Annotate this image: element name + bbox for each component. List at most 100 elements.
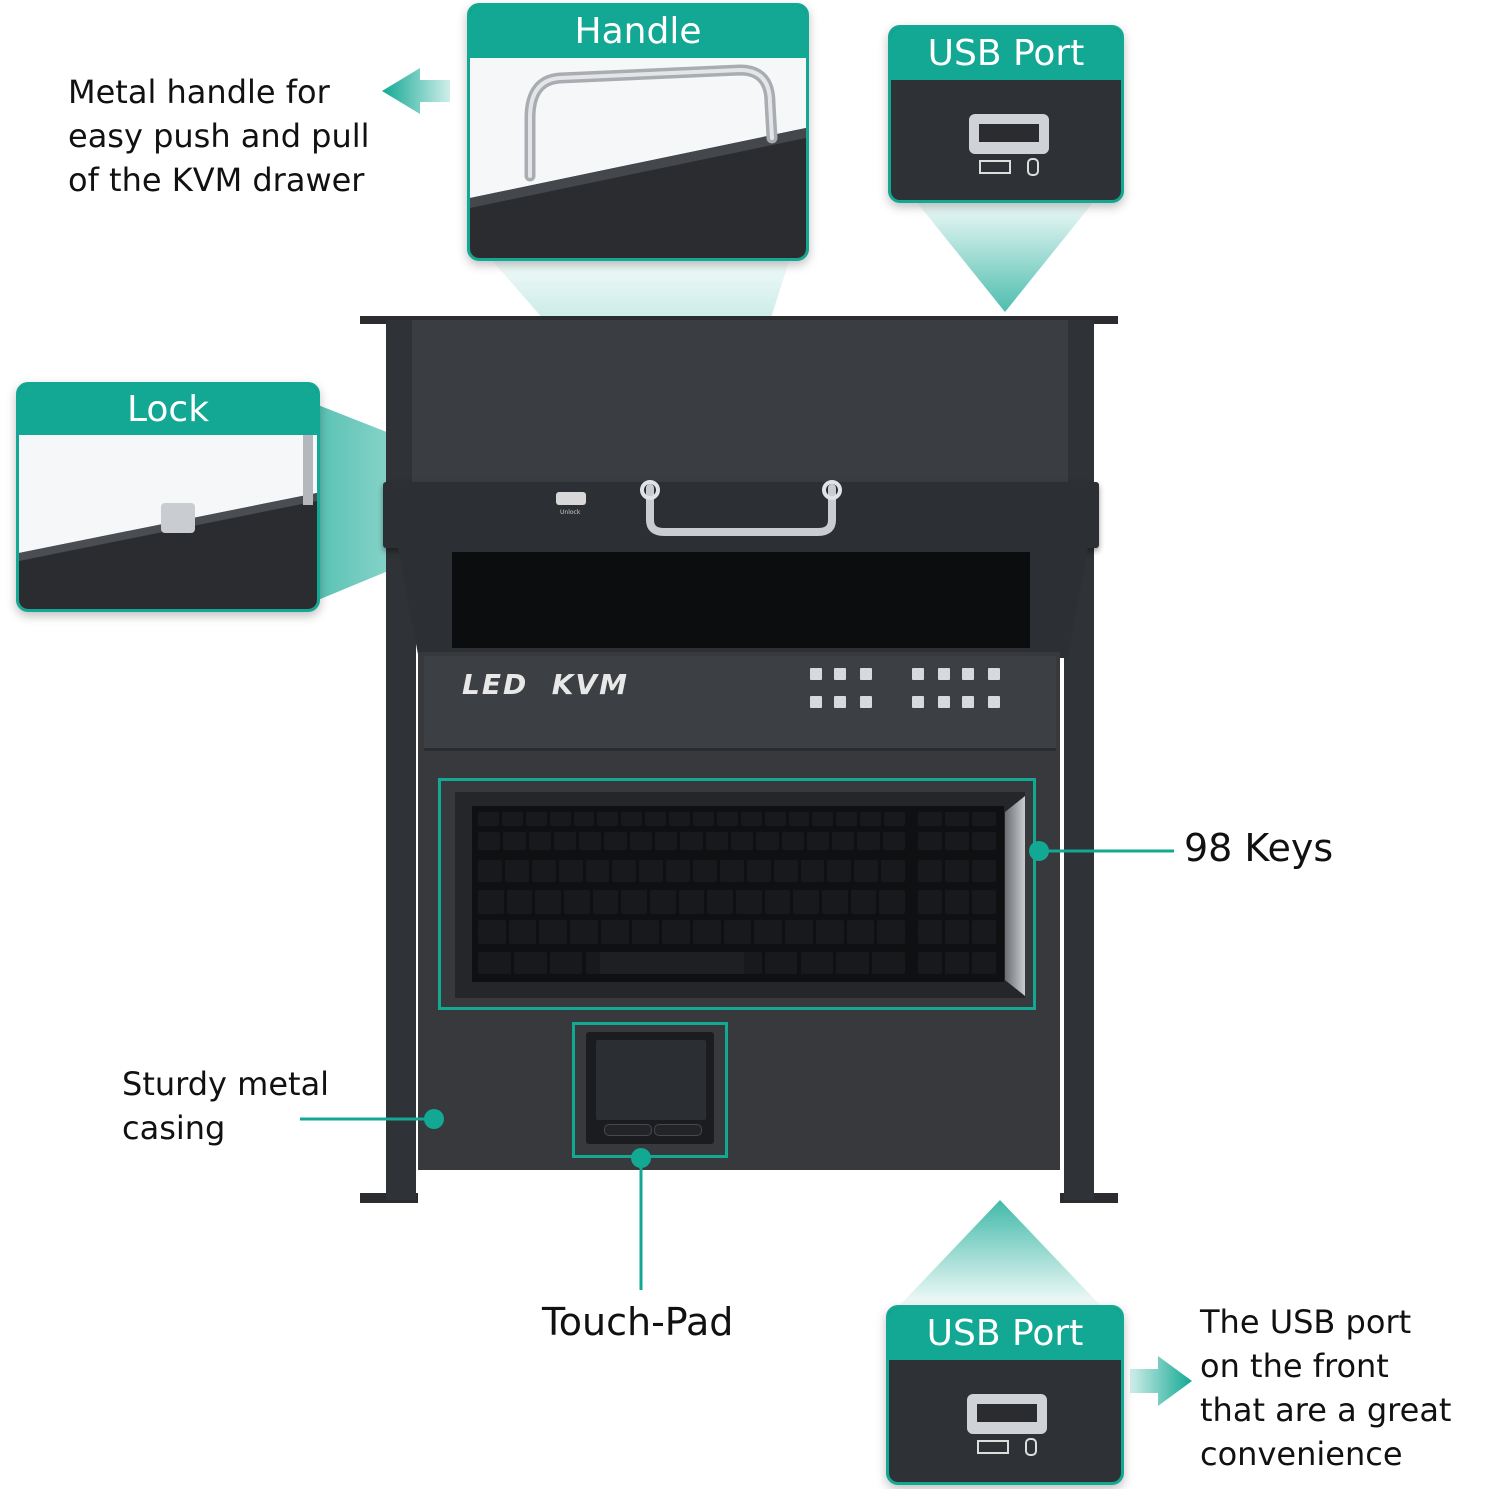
- keyboard-key[interactable]: [531, 860, 556, 882]
- keyboard-key[interactable]: [629, 832, 653, 850]
- numpad-key[interactable]: [918, 812, 942, 826]
- keyboard-key[interactable]: [478, 860, 502, 882]
- keyboard-key[interactable]: [693, 812, 714, 826]
- panel-button[interactable]: [860, 668, 872, 680]
- keyboard-key[interactable]: [478, 812, 499, 826]
- keyboard-key[interactable]: [585, 860, 610, 882]
- space-bar[interactable]: [600, 952, 744, 974]
- keyboard-key[interactable]: [822, 890, 848, 914]
- keyboard-key[interactable]: [785, 920, 813, 944]
- numpad-key[interactable]: [945, 832, 969, 850]
- numpad-key[interactable]: [945, 952, 969, 974]
- keyboard-key[interactable]: [693, 860, 717, 882]
- keyboard-key[interactable]: [558, 860, 583, 882]
- panel-button[interactable]: [988, 696, 1000, 708]
- keyboard-key[interactable]: [754, 920, 783, 944]
- panel-button[interactable]: [912, 668, 924, 680]
- keyboard-key[interactable]: [836, 952, 870, 974]
- keyboard-key[interactable]: [600, 920, 629, 944]
- keyboard-key[interactable]: [806, 832, 830, 850]
- numpad-key[interactable]: [945, 812, 969, 826]
- numpad-key[interactable]: [945, 920, 969, 944]
- numpad-key[interactable]: [945, 860, 969, 882]
- keyboard-key[interactable]: [503, 832, 526, 850]
- keyboard-key[interactable]: [631, 920, 660, 944]
- keyboard-key[interactable]: [764, 812, 786, 826]
- keyboard-key[interactable]: [773, 860, 798, 882]
- panel-button[interactable]: [860, 696, 872, 708]
- keyboard-key[interactable]: [504, 860, 529, 882]
- keyboard-key[interactable]: [707, 890, 733, 914]
- keyboard-key[interactable]: [827, 860, 852, 882]
- numpad-key[interactable]: [918, 832, 942, 850]
- keyboard-key[interactable]: [832, 832, 855, 850]
- touchpad-surface[interactable]: [596, 1040, 706, 1120]
- keyboard-key[interactable]: [612, 860, 637, 882]
- panel-button[interactable]: [938, 668, 950, 680]
- keyboard-key[interactable]: [508, 920, 537, 944]
- keyboard-key[interactable]: [478, 952, 511, 974]
- panel-button[interactable]: [810, 668, 822, 680]
- keyboard-key[interactable]: [788, 812, 810, 826]
- keyboard-key[interactable]: [719, 860, 744, 882]
- keyboard-key[interactable]: [678, 890, 705, 914]
- keyboard-key[interactable]: [716, 812, 738, 826]
- touchpad-left-button[interactable]: [604, 1124, 652, 1136]
- keyboard-key[interactable]: [793, 890, 819, 914]
- keyboard-key[interactable]: [553, 832, 577, 850]
- keyboard-key[interactable]: [666, 860, 690, 882]
- keyboard-key[interactable]: [854, 860, 879, 882]
- numpad-key[interactable]: [918, 920, 942, 944]
- numpad-key[interactable]: [972, 832, 996, 850]
- keyboard-key[interactable]: [570, 920, 598, 944]
- panel-button[interactable]: [938, 696, 950, 708]
- keyboard-key[interactable]: [764, 890, 791, 914]
- keyboard-key[interactable]: [736, 890, 762, 914]
- numpad-key[interactable]: [972, 952, 996, 974]
- keyboard-key[interactable]: [800, 860, 825, 882]
- panel-button[interactable]: [912, 696, 924, 708]
- panel-button[interactable]: [988, 668, 1000, 680]
- numpad-key[interactable]: [972, 812, 996, 826]
- keyboard-key[interactable]: [740, 812, 762, 826]
- numpad-key[interactable]: [918, 890, 942, 914]
- panel-button[interactable]: [834, 668, 846, 680]
- keyboard-key[interactable]: [882, 832, 905, 850]
- keyboard-key[interactable]: [693, 920, 721, 944]
- keyboard-key[interactable]: [655, 832, 678, 850]
- numpad-key[interactable]: [972, 920, 996, 944]
- keyboard-key[interactable]: [650, 890, 676, 914]
- keyboard-key[interactable]: [592, 890, 619, 914]
- numpad-key[interactable]: [918, 952, 942, 974]
- keyboard-key[interactable]: [501, 812, 523, 826]
- keyboard-key[interactable]: [662, 920, 690, 944]
- keyboard-key[interactable]: [881, 860, 905, 882]
- keyboard-key[interactable]: [579, 832, 602, 850]
- keyboard-key[interactable]: [680, 832, 703, 850]
- keyboard-key[interactable]: [621, 890, 647, 914]
- keyboard-key[interactable]: [872, 952, 905, 974]
- panel-button[interactable]: [834, 696, 846, 708]
- keyboard-key[interactable]: [884, 812, 905, 826]
- keyboard-key[interactable]: [528, 832, 551, 850]
- keyboard-key[interactable]: [478, 890, 504, 914]
- panel-button[interactable]: [962, 668, 974, 680]
- keyboard-key[interactable]: [756, 832, 779, 850]
- keyboard-key[interactable]: [573, 812, 595, 826]
- numpad-key[interactable]: [945, 890, 969, 914]
- lock-switch[interactable]: [556, 492, 586, 505]
- touchpad-right-button[interactable]: [654, 1124, 702, 1136]
- keyboard-key[interactable]: [850, 890, 877, 914]
- numpad-key[interactable]: [972, 890, 996, 914]
- keyboard-key[interactable]: [860, 812, 882, 826]
- keyboard-key[interactable]: [549, 952, 583, 974]
- panel-button[interactable]: [962, 696, 974, 708]
- keyboard[interactable]: [472, 806, 1004, 982]
- keyboard-key[interactable]: [506, 890, 533, 914]
- keyboard-key[interactable]: [539, 920, 568, 944]
- keyboard-key[interactable]: [764, 952, 798, 974]
- keyboard-key[interactable]: [746, 860, 771, 882]
- numpad-key[interactable]: [972, 860, 996, 882]
- keyboard-key[interactable]: [669, 812, 690, 826]
- keyboard-key[interactable]: [846, 920, 875, 944]
